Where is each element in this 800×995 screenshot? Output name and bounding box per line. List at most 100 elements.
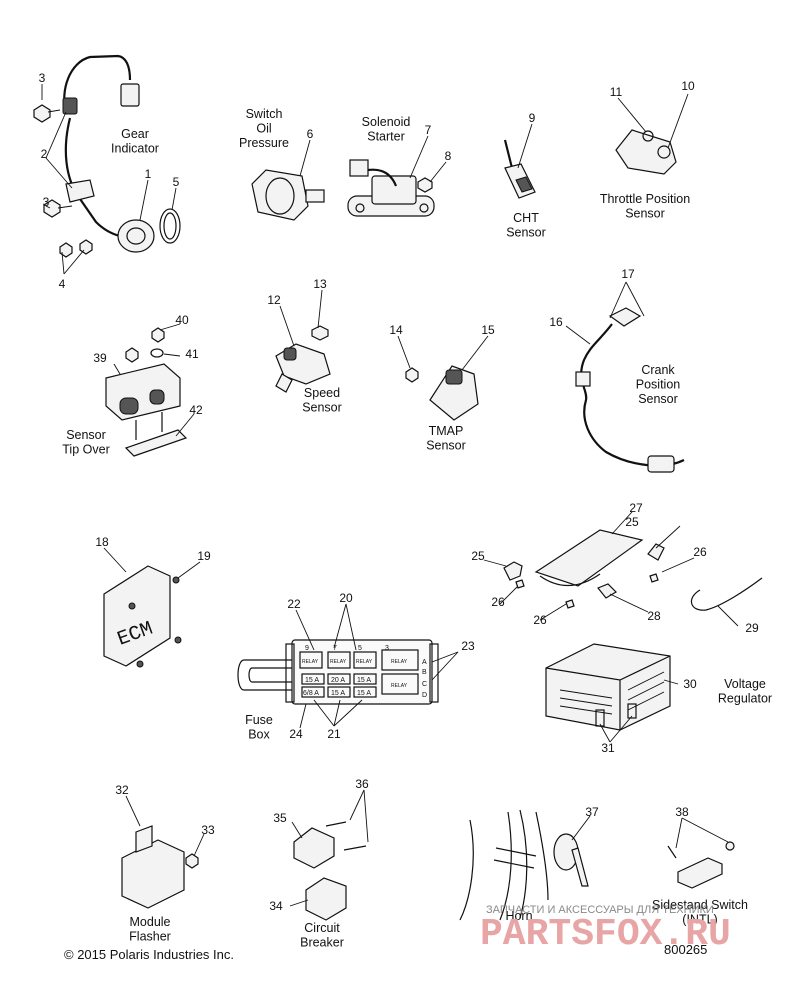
plug-icon bbox=[649, 573, 659, 583]
watermark-brand: PARTSFOX.RU bbox=[480, 913, 731, 956]
circuit-breaker-icon bbox=[293, 827, 335, 869]
watermark-caption: ЗАПЧАСТИ И АКСЕССУАРЫ ДЛЯ ТЕХНИКИ bbox=[486, 904, 714, 916]
relay-label: RELAY bbox=[302, 659, 319, 665]
fuse-value: 15 A bbox=[331, 690, 345, 697]
gear-indicator-group bbox=[33, 54, 181, 258]
callout-39: 39 bbox=[93, 351, 107, 365]
relay-label: RELAY bbox=[356, 659, 373, 665]
clip-icon bbox=[503, 561, 523, 581]
fuse-value: 6/8 A bbox=[303, 690, 319, 697]
cable-tie-icon bbox=[690, 577, 763, 611]
bolt-icon bbox=[185, 853, 199, 869]
nut-icon bbox=[59, 239, 93, 258]
callout-7: 7 bbox=[425, 123, 432, 137]
crank-position-sensor-icon bbox=[608, 307, 642, 327]
callout-35: 35 bbox=[273, 811, 287, 825]
module-flasher-icon bbox=[121, 839, 185, 909]
nut-icon bbox=[417, 177, 433, 193]
callout-32: 32 bbox=[115, 783, 129, 797]
fuse-value: 15 A bbox=[305, 677, 319, 684]
throttle-position-sensor-group bbox=[615, 129, 677, 175]
bracket-group bbox=[503, 529, 763, 611]
voltage-regulator-group bbox=[545, 643, 671, 731]
callout-23: 23 bbox=[461, 639, 475, 653]
fuse-box-group: 9 7 5 3 A B C D RELAY RELAY RELAY RELAY … bbox=[237, 639, 439, 705]
callout-36: 36 bbox=[355, 777, 369, 791]
relay-label: RELAY bbox=[330, 659, 347, 665]
callout-18: 18 bbox=[95, 535, 109, 549]
fuse-row-d: D bbox=[422, 692, 427, 699]
callout-3: 3 bbox=[39, 71, 46, 85]
gear-indicator-sensor-icon bbox=[117, 219, 155, 253]
fuse-col-9: 9 bbox=[305, 645, 309, 652]
module-flasher-group bbox=[121, 825, 199, 909]
callout-4: 4 bbox=[59, 277, 66, 291]
callout-24: 24 bbox=[289, 727, 303, 741]
callout-19: 19 bbox=[197, 549, 211, 563]
voltage-regulator-icon bbox=[545, 643, 671, 731]
callout-41: 41 bbox=[185, 347, 199, 361]
callout-3: 3 bbox=[43, 195, 50, 209]
ecm-group: ECM bbox=[103, 565, 182, 668]
callout-37: 37 bbox=[585, 805, 599, 819]
crank-sensor-group bbox=[575, 307, 685, 473]
relay-label: RELAY bbox=[391, 683, 408, 689]
callout-26: 26 bbox=[491, 595, 505, 609]
ecm-module-icon bbox=[103, 565, 171, 667]
label-sidestand-switch: Sidestand Switch(INTL) bbox=[652, 898, 748, 927]
sidestand-switch-icon bbox=[677, 857, 723, 889]
callout-40: 40 bbox=[175, 313, 189, 327]
tmap-sensor-group bbox=[405, 365, 479, 421]
fuse-box-icon bbox=[291, 639, 433, 705]
screw-icon bbox=[725, 841, 735, 851]
callout-2: 2 bbox=[41, 147, 48, 161]
oil-pressure-switch-icon bbox=[251, 169, 309, 221]
fuse-row-a: A bbox=[422, 659, 427, 666]
callout-6: 6 bbox=[307, 127, 314, 141]
circuit-breaker-group bbox=[293, 821, 367, 921]
callout-26: 26 bbox=[533, 613, 547, 627]
callout-17: 17 bbox=[621, 267, 635, 281]
callout-25: 25 bbox=[625, 515, 639, 529]
callout-21: 21 bbox=[327, 727, 341, 741]
callout-22: 22 bbox=[287, 597, 301, 611]
nut-icon bbox=[125, 347, 139, 363]
fuse-row-c: C bbox=[422, 681, 427, 688]
plug-icon bbox=[565, 599, 575, 609]
fuse-value: 15 A bbox=[357, 677, 371, 684]
bolt-icon bbox=[405, 367, 419, 383]
label-horn: Horn bbox=[505, 909, 532, 923]
speed-sensor-group bbox=[275, 325, 331, 393]
callout-25: 25 bbox=[471, 549, 485, 563]
callout-27: 27 bbox=[629, 501, 643, 515]
solenoid-starter-group bbox=[347, 159, 435, 217]
callout-5: 5 bbox=[173, 175, 180, 189]
callout-14: 14 bbox=[389, 323, 403, 337]
fuse-value: 20 A bbox=[331, 677, 345, 684]
throttle-position-sensor-icon bbox=[615, 129, 677, 175]
nut-icon bbox=[151, 327, 165, 343]
fuse-col-3: 3 bbox=[385, 645, 389, 652]
clip-icon bbox=[647, 543, 665, 561]
callout-33: 33 bbox=[201, 823, 215, 837]
callout-1: 1 bbox=[145, 167, 152, 181]
tip-over-sensor-icon bbox=[105, 363, 181, 421]
callout-11: 11 bbox=[610, 85, 623, 99]
fuse-value: 15 A bbox=[357, 690, 371, 697]
callout-10: 10 bbox=[681, 79, 695, 93]
horn-group bbox=[459, 809, 589, 921]
